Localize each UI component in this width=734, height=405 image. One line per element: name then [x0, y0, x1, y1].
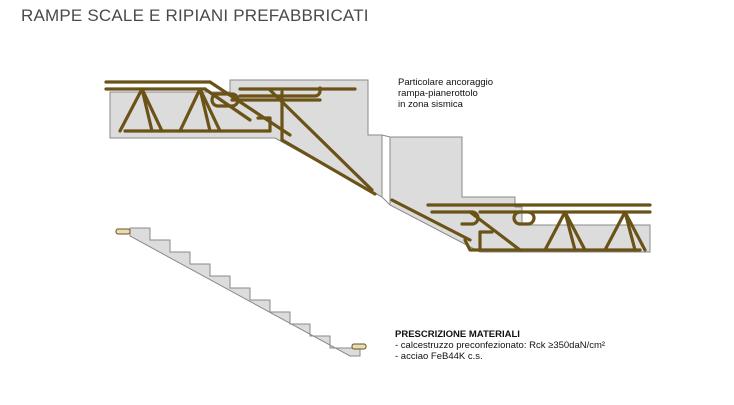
anchor-note-line: rampa-pianerottolo — [398, 88, 478, 99]
stair-bearings — [115, 228, 367, 350]
materials-specification: PRESCRIZIONE MATERIALI - calcestruzzo pr… — [395, 329, 605, 362]
ramp-joint — [381, 134, 391, 206]
materials-item: - acciao FeB44K c.s. — [395, 351, 483, 362]
stair-flight — [129, 227, 361, 357]
materials-heading: PRESCRIZIONE MATERIALI — [395, 329, 520, 340]
upper-rebar — [104, 80, 377, 196]
materials-item: - calcestruzzo preconfezionato: Rck ≥350… — [395, 340, 606, 351]
lower-rebar — [390, 198, 652, 252]
lower-landing-concrete — [389, 136, 651, 253]
upper-landing-concrete — [109, 79, 383, 198]
anchorage-detail-note: Particolare ancoraggio rampa-pianerottol… — [398, 77, 493, 110]
anchor-note-line: in zona sismica — [398, 99, 463, 110]
page-title: RAMPE SCALE E RIPIANI PREFABBRICATI — [21, 6, 369, 25]
anchor-note-line: Particolare ancoraggio — [398, 77, 494, 88]
